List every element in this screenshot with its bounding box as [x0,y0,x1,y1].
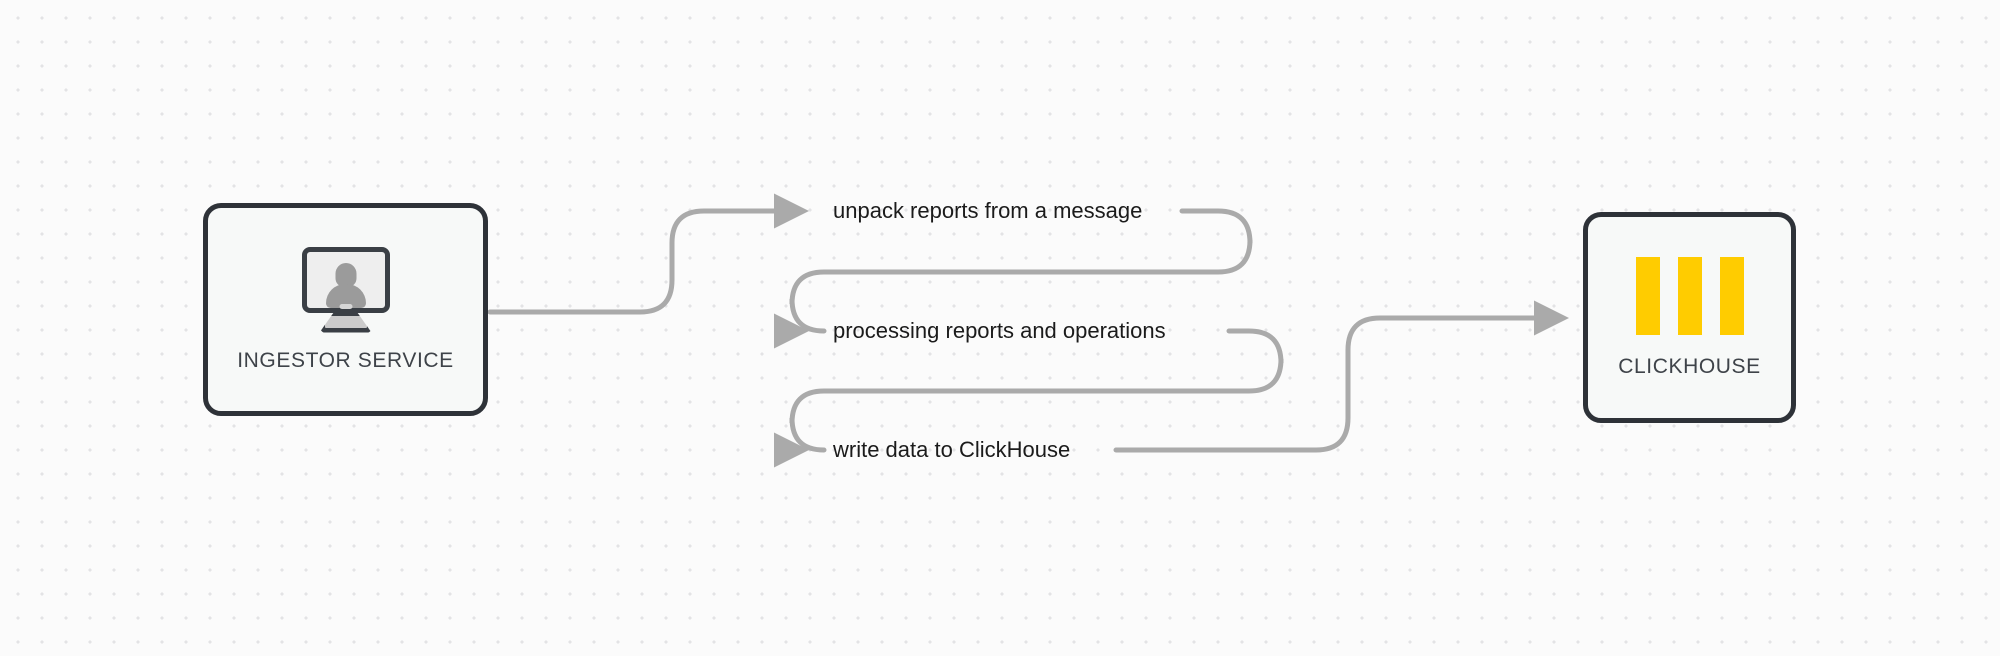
edge-path-2-to-clickhouse [1113,300,1570,453]
monitor-stand [319,310,372,333]
edge-path-0-return [789,208,1253,334]
edge-label-unpack-reports: unpack reports from a message [833,198,1143,223]
clickhouse-bar-2 [1677,256,1702,335]
person-head-shape [335,262,356,287]
edge-label-processing-reports: processing reports and operations [833,318,1166,343]
node-ingestor-label: INGESTOR SERVICE [237,348,454,372]
monitor-user-icon [297,246,395,333]
node-ingestor-service[interactable]: INGESTOR SERVICE [203,203,488,416]
clickhouse-bar-1 [1635,256,1660,335]
edge-label-write-data: write data to ClickHouse [833,437,1071,462]
edge-path-1-return [789,328,1284,453]
node-clickhouse-label: CLICKHOUSE [1618,354,1761,378]
node-clickhouse[interactable]: CLICKHOUSE [1583,212,1796,423]
edge-path-0 [487,193,810,315]
clickhouse-bars-icon [1635,256,1744,335]
clickhouse-bar-3 [1719,256,1744,335]
monitor-notch [339,303,352,309]
